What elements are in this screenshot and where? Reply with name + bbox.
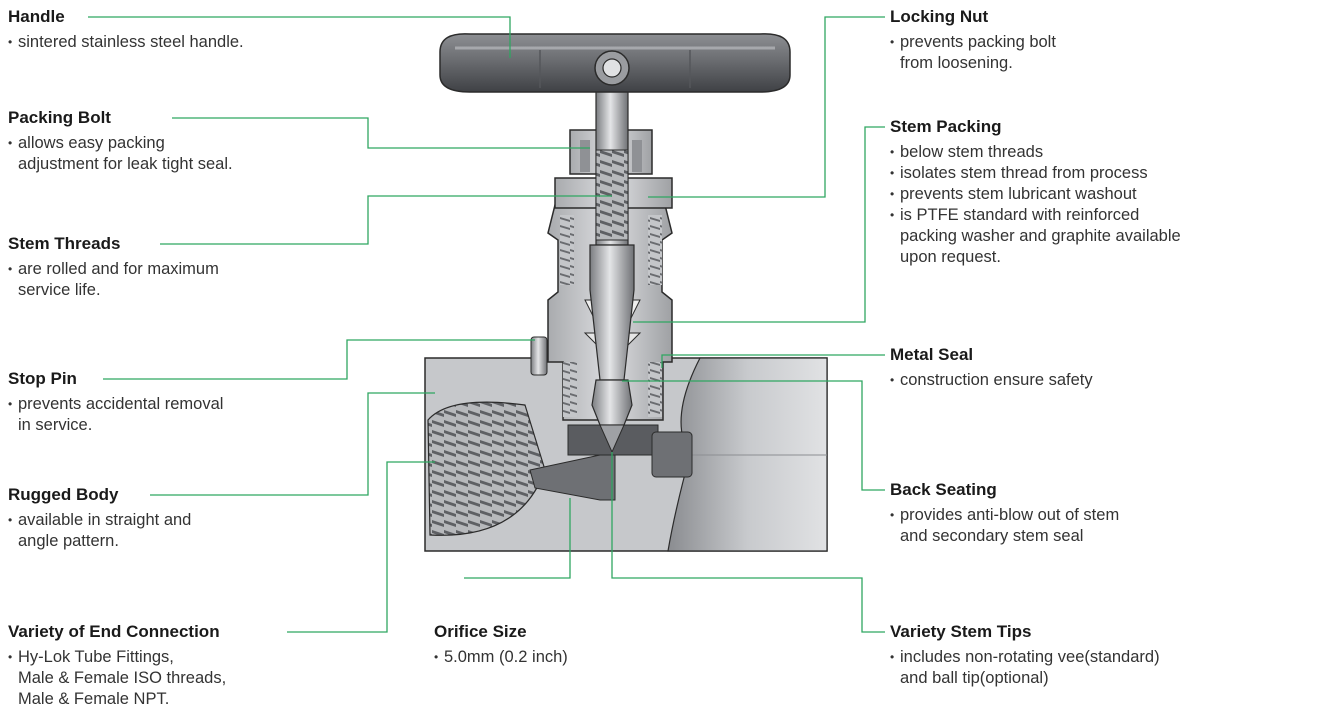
callout-stem-tips: Variety Stem Tips includes non-rotating … — [890, 621, 1160, 689]
callout-title: Packing Bolt — [8, 108, 111, 127]
leader-stop-pin — [103, 339, 535, 380]
bullet-line: packing washer and graphite available — [900, 227, 1181, 245]
callout-bullets: prevents accidental removal in service. — [8, 394, 223, 436]
bullet: provides anti-blow out of stem and secon… — [890, 505, 1119, 547]
leader-back-seating — [622, 380, 885, 491]
callout-title: Back Seating — [890, 480, 997, 499]
bullet-line: 5.0mm (0.2 inch) — [444, 648, 568, 666]
bullet-line: isolates stem thread from process — [900, 164, 1148, 182]
callout-bullets: are rolled and for maximum service life. — [8, 259, 219, 301]
callout-title: Stop Pin — [8, 369, 77, 388]
handle-graphic — [439, 33, 791, 93]
callout-title: Rugged Body — [8, 485, 119, 504]
bullet: allows easy packing adjustment for leak … — [8, 133, 233, 175]
bullet-line: construction ensure safety — [900, 371, 1093, 389]
bullet-line: Hy-Lok Tube Fittings, — [18, 648, 174, 666]
callout-title: Orifice Size — [434, 622, 527, 641]
bullet: below stem threads — [890, 142, 1181, 163]
bullet-line: available in straight and — [18, 511, 192, 529]
stop-pin — [530, 336, 548, 376]
leader-stem-packing — [633, 126, 885, 323]
leader-orifice — [464, 498, 571, 579]
bullet: prevents accidental removal in service. — [8, 394, 223, 436]
callout-orifice-size: Orifice Size 5.0mm (0.2 inch) — [434, 621, 568, 668]
callout-handle: Handle sintered stainless steel handle. — [8, 6, 244, 53]
bullet-line: from loosening. — [900, 54, 1013, 72]
bullet: Hy-Lok Tube Fittings, Male & Female ISO … — [8, 647, 226, 710]
callout-title: Stem Threads — [8, 234, 121, 253]
callout-title: Stem Packing — [890, 117, 1002, 136]
callout-bullets: allows easy packing adjustment for leak … — [8, 133, 233, 175]
leader-locking-nut — [648, 16, 885, 198]
stem — [589, 74, 635, 454]
bullet: sintered stainless steel handle. — [8, 32, 244, 53]
bullet-line: in service. — [18, 416, 93, 434]
leader-handle — [88, 16, 511, 58]
leader-metal-seal — [661, 354, 885, 368]
callout-title: Metal Seal — [890, 345, 974, 364]
bullet-line: below stem threads — [900, 143, 1044, 161]
callout-bullets: available in straight and angle pattern. — [8, 510, 191, 552]
callout-rugged-body: Rugged Body available in straight and an… — [8, 484, 191, 552]
bullet: includes non-rotating vee(standard) and … — [890, 647, 1160, 689]
leader-packing-bolt — [172, 117, 590, 149]
bullet-line: prevents accidental removal — [18, 395, 224, 413]
callout-bullets: Hy-Lok Tube Fittings, Male & Female ISO … — [8, 647, 226, 710]
callout-bullets: provides anti-blow out of stem and secon… — [890, 505, 1119, 547]
callout-bullets: below stem threads isolates stem thread … — [890, 142, 1181, 268]
bullet-line: is PTFE standard with reinforced — [900, 206, 1140, 224]
bullet-line: prevents packing bolt — [900, 33, 1056, 51]
bullet-line: angle pattern. — [18, 532, 119, 550]
callout-stem-packing: Stem Packing below stem threads isolates… — [890, 116, 1181, 268]
callout-title: Locking Nut — [890, 7, 989, 26]
bullet-line: prevents stem lubricant washout — [900, 185, 1137, 203]
bullet-line: Male & Female NPT. — [18, 690, 170, 708]
leader-rugged-body — [150, 392, 435, 496]
leader-stem-tips — [611, 452, 885, 633]
leader-lines — [88, 16, 885, 633]
bullet: is PTFE standard with reinforced packing… — [890, 205, 1181, 268]
callout-title: Variety Stem Tips — [890, 622, 1032, 641]
bullet-line: service life. — [18, 281, 101, 299]
bullet-line: allows easy packing — [18, 134, 165, 152]
bullet-line: provides anti-blow out of stem — [900, 506, 1120, 524]
bullet-line: includes non-rotating vee(standard) — [900, 648, 1160, 666]
callout-bullets: includes non-rotating vee(standard) and … — [890, 647, 1160, 689]
callout-bullets: prevents packing bolt from loosening. — [890, 32, 1056, 74]
bullet-line: sintered stainless steel handle. — [18, 33, 244, 51]
callout-packing-bolt: Packing Bolt allows easy packing adjustm… — [8, 107, 233, 175]
callout-title: Handle — [8, 7, 65, 26]
leader-end-connection — [287, 461, 435, 633]
callout-bullets: construction ensure safety — [890, 370, 1093, 391]
bullet-line: upon request. — [900, 248, 1001, 266]
bullet: isolates stem thread from process — [890, 163, 1181, 184]
callout-stop-pin: Stop Pin prevents accidental removal in … — [8, 368, 223, 436]
bullet-line: and ball tip(optional) — [900, 669, 1049, 687]
leader-stem-threads — [160, 195, 612, 245]
bullet-line: and secondary stem seal — [900, 527, 1084, 545]
bullet: are rolled and for maximum service life. — [8, 259, 219, 301]
bullet: prevents stem lubricant washout — [890, 184, 1181, 205]
callout-bullets: sintered stainless steel handle. — [8, 32, 244, 53]
callout-end-connection: Variety of End Connection Hy-Lok Tube Fi… — [8, 621, 226, 710]
callout-bullets: 5.0mm (0.2 inch) — [434, 647, 568, 668]
callout-title: Variety of End Connection — [8, 622, 220, 641]
callout-locking-nut: Locking Nut prevents packing bolt from l… — [890, 6, 1056, 74]
callout-back-seating: Back Seating provides anti-blow out of s… — [890, 479, 1119, 547]
bullet-line: Male & Female ISO threads, — [18, 669, 227, 687]
bullet: 5.0mm (0.2 inch) — [434, 647, 568, 668]
callout-metal-seal: Metal Seal construction ensure safety — [890, 344, 1093, 391]
bullet: available in straight and angle pattern. — [8, 510, 191, 552]
callout-stem-threads: Stem Threads are rolled and for maximum … — [8, 233, 219, 301]
bullet: prevents packing bolt from loosening. — [890, 32, 1056, 74]
bullet: construction ensure safety — [890, 370, 1093, 391]
bullet-line: are rolled and for maximum — [18, 260, 219, 278]
bullet-line: adjustment for leak tight seal. — [18, 155, 233, 173]
